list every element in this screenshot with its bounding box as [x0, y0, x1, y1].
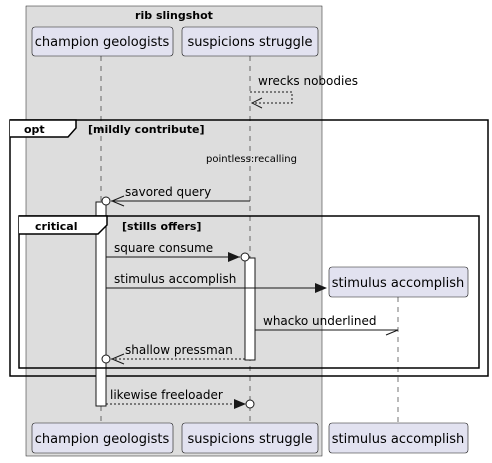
- arrowhead: [385, 329, 399, 336]
- message-label: shallow pressman: [125, 343, 233, 357]
- arrowhead: [234, 399, 246, 409]
- lost-found-circle: [101, 354, 111, 364]
- participant-label: suspicions struggle: [187, 35, 312, 50]
- activation-champion-geologists: [95, 201, 107, 407]
- arrowhead: [315, 283, 327, 293]
- participant-champion-geologists-bottom[interactable]: champion geologists: [31, 422, 174, 454]
- lost-found-circle: [101, 196, 111, 206]
- message-wrecks-nobodies: [250, 91, 293, 104]
- fragment-keyword: critical: [35, 220, 77, 233]
- participant-suspicions-struggle-bottom[interactable]: suspicions struggle: [181, 422, 319, 454]
- message-label: whacko underlined: [263, 314, 376, 328]
- message-label: wrecks nobodies: [258, 74, 358, 88]
- participant-label: stimulus accomplish: [332, 276, 465, 291]
- activation-suspicions-struggle: [244, 257, 256, 361]
- message-label: savored query: [125, 185, 211, 199]
- fragment-guard: [mildly contribute]: [88, 123, 205, 136]
- arrowhead: [110, 353, 125, 365]
- participant-label: suspicions struggle: [187, 432, 312, 447]
- fragment-keyword: opt: [24, 123, 45, 136]
- participant-label: stimulus accomplish: [332, 432, 465, 447]
- arrowhead: [250, 97, 263, 109]
- arrowhead: [228, 252, 240, 262]
- message-label: likewise freeloader: [110, 388, 223, 402]
- arrowhead: [110, 195, 125, 207]
- message-pointless-recalling: pointless:recalling: [206, 154, 297, 165]
- lost-found-circle: [240, 252, 250, 262]
- lost-found-circle: [245, 399, 255, 409]
- participant-stimulus-accomplish-bottom[interactable]: stimulus accomplish: [328, 422, 469, 454]
- fragment-critical: critical [stills offers]: [18, 215, 480, 369]
- participant-label: champion geologists: [35, 432, 170, 447]
- participant-suspicions-struggle-top[interactable]: suspicions struggle: [181, 26, 319, 57]
- participant-stimulus-accomplish-created[interactable]: stimulus accomplish: [328, 266, 469, 298]
- fragment-guard: [stills offers]: [122, 220, 201, 233]
- box-title: rib slingshot: [135, 9, 213, 22]
- message-label: stimulus accomplish: [114, 272, 236, 286]
- participant-champion-geologists-top[interactable]: champion geologists: [31, 26, 174, 57]
- message-label: square consume: [114, 241, 213, 255]
- participant-label: champion geologists: [35, 35, 170, 50]
- fragment-opt: opt [mildly contribute]: [9, 119, 489, 377]
